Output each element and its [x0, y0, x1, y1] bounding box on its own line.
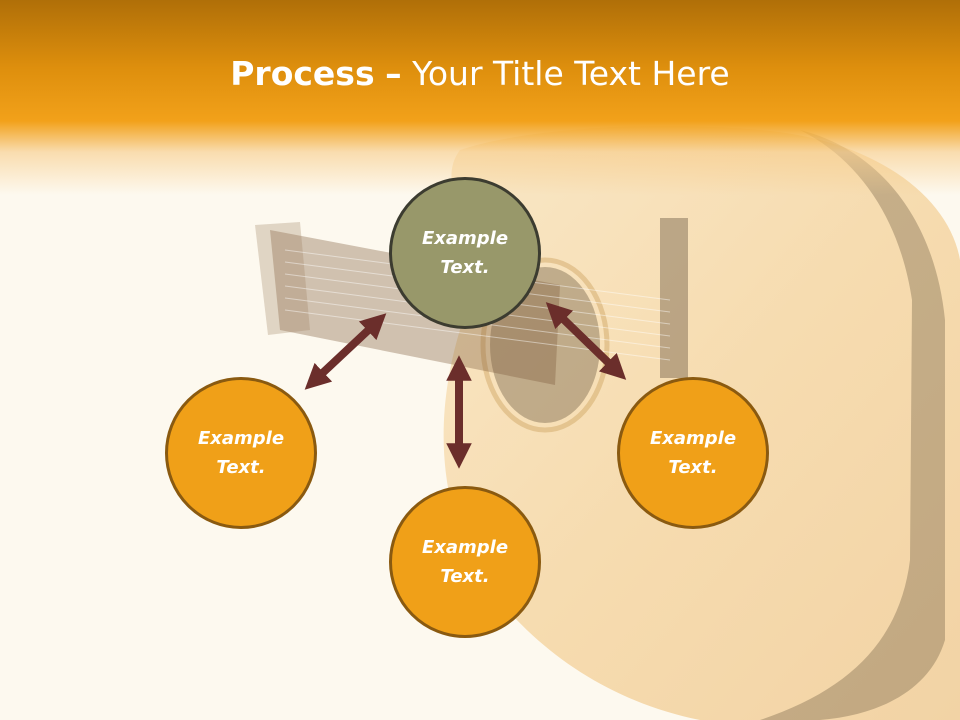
center-node-line1: Example [421, 228, 509, 249]
left-node-line1: Example [197, 428, 285, 449]
left-node-line2: Text. [216, 457, 266, 478]
title-bold-word: Process [230, 54, 375, 93]
right-node-line1: Example [649, 428, 737, 449]
title-rest: Your Title Text Here [412, 54, 730, 93]
center-node-line2: Text. [440, 257, 490, 278]
slide-title[interactable]: Process – Your Title Text Here [0, 52, 960, 96]
right-node-line2: Text. [668, 457, 718, 478]
title-banner [0, 0, 960, 195]
title-dash: – [385, 54, 402, 93]
bottom-node-line2: Text. [440, 566, 490, 587]
arrow-center-right [545, 302, 627, 380]
bottom-node-line1: Example [421, 537, 509, 558]
arrow-center-left [304, 313, 387, 390]
